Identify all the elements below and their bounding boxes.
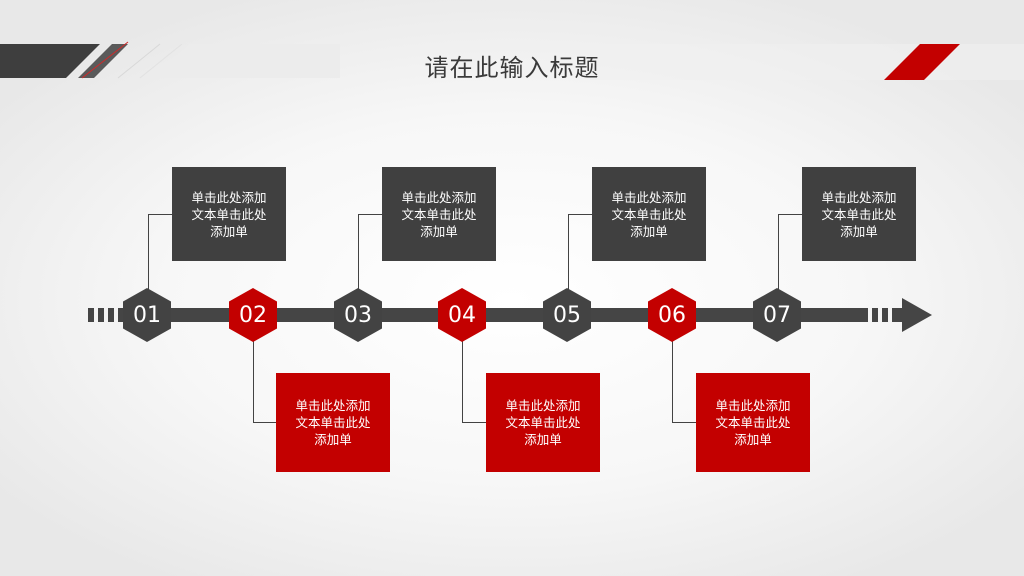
arrow-head-icon xyxy=(902,298,932,332)
step-number: 02 xyxy=(239,302,267,328)
step-text: 单击此处添加文本单击此处添加单 xyxy=(821,189,897,239)
step-number: 04 xyxy=(448,302,476,328)
step-text-box-05[interactable]: 单击此处添加文本单击此处添加单 xyxy=(592,167,706,261)
step-marker-07: 07 xyxy=(753,288,801,342)
step-marker-04: 04 xyxy=(438,288,486,342)
step-number: 07 xyxy=(763,302,791,328)
step-text-box-07[interactable]: 单击此处添加文本单击此处添加单 xyxy=(802,167,916,261)
timeline-bar xyxy=(118,308,904,322)
connector-02 xyxy=(253,340,277,423)
step-number: 03 xyxy=(344,302,372,328)
step-text-box-02[interactable]: 单击此处添加文本单击此处添加单 xyxy=(276,373,390,472)
step-number: 05 xyxy=(553,302,581,328)
step-text: 单击此处添加文本单击此处添加单 xyxy=(401,189,477,239)
timeline-dash xyxy=(878,308,882,322)
step-number: 06 xyxy=(658,302,686,328)
connector-03 xyxy=(358,214,383,291)
connector-05 xyxy=(568,214,593,291)
step-marker-02: 02 xyxy=(229,288,277,342)
step-marker-01: 01 xyxy=(123,288,171,342)
timeline-dash xyxy=(888,308,892,322)
step-text: 单击此处添加文本单击此处添加单 xyxy=(715,398,791,447)
step-marker-06: 06 xyxy=(648,288,696,342)
step-marker-05: 05 xyxy=(543,288,591,342)
step-text: 单击此处添加文本单击此处添加单 xyxy=(295,398,371,447)
step-text: 单击此处添加文本单击此处添加单 xyxy=(611,189,687,239)
timeline-dash xyxy=(108,308,114,322)
connector-01 xyxy=(148,214,173,291)
connector-06 xyxy=(672,340,697,423)
timeline-dash xyxy=(88,308,94,322)
step-text-box-01[interactable]: 单击此处添加文本单击此处添加单 xyxy=(172,167,286,261)
step-marker-03: 03 xyxy=(334,288,382,342)
step-text-box-06[interactable]: 单击此处添加文本单击此处添加单 xyxy=(696,373,810,472)
step-text-box-03[interactable]: 单击此处添加文本单击此处添加单 xyxy=(382,167,496,261)
timeline-dash xyxy=(98,308,104,322)
step-text-box-04[interactable]: 单击此处添加文本单击此处添加单 xyxy=(486,373,600,472)
page-title: 请在此输入标题 xyxy=(424,54,600,82)
step-number: 01 xyxy=(133,302,161,328)
step-text: 单击此处添加文本单击此处添加单 xyxy=(505,398,581,447)
connector-04 xyxy=(462,340,487,423)
connector-07 xyxy=(778,214,803,291)
header-stripes-right xyxy=(590,44,1024,80)
header-stripes-left xyxy=(0,41,340,79)
timeline-dash xyxy=(868,308,872,322)
step-text: 单击此处添加文本单击此处添加单 xyxy=(191,189,267,239)
